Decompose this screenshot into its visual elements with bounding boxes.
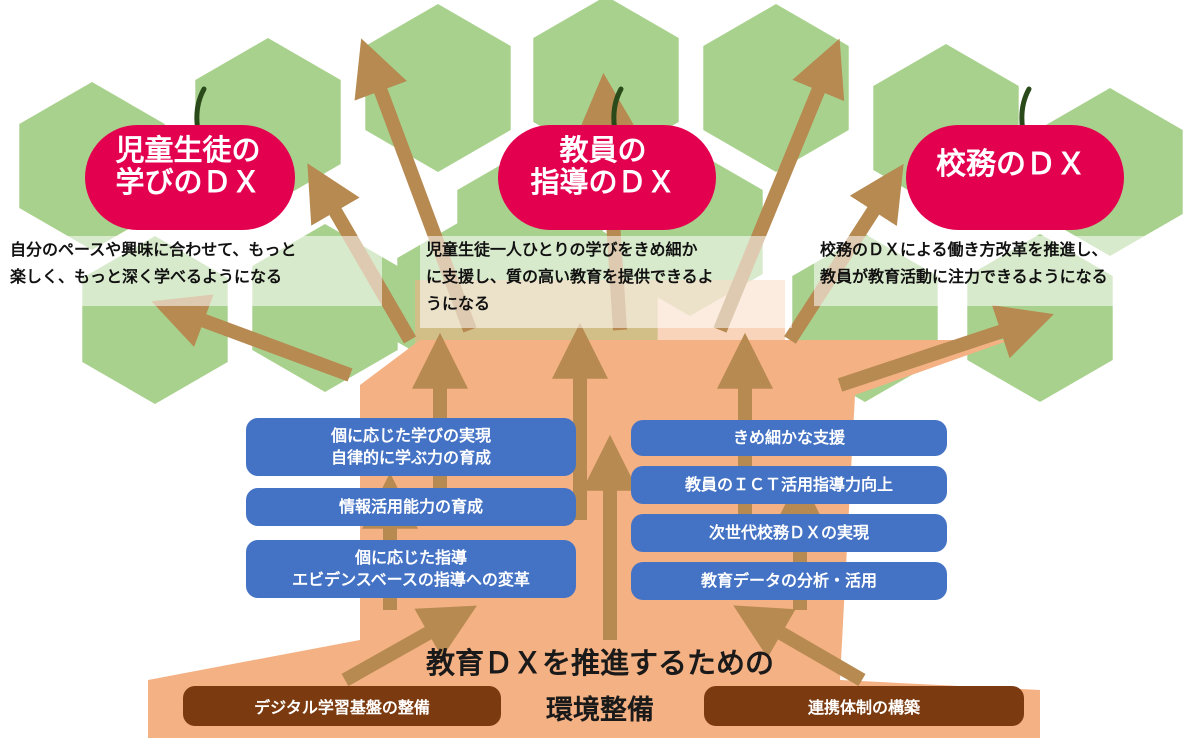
- base-cooperation-system: 連携体制の構築: [704, 686, 1024, 726]
- foundation-subtitle: 環境整備: [546, 695, 654, 726]
- apple-body: [85, 125, 295, 230]
- growth-arrow-7: [837, 305, 1054, 392]
- description-student: 自分のペースや興味に合わせて、もっと楽しく、もっと深く学べるようになる: [4, 236, 382, 306]
- apple-label-school-affairs-dx: 校務のＤＸ: [936, 147, 1086, 182]
- apple-student-learning-dx: [85, 86, 295, 230]
- item-information-literacy: 情報活用能力の育成: [246, 488, 576, 526]
- apple-body: [906, 125, 1124, 230]
- apple-label-student-learning-dx: 児童生徒の学びのＤＸ: [115, 133, 261, 200]
- description-school-affairs: 校務のＤＸによる働き方改革を推進し、教員が教育活動に注力できるようになる: [814, 236, 1198, 306]
- base-digital-learning-infrastructure: デジタル学習基盤の整備: [183, 686, 501, 726]
- growth-arrow-14: [341, 605, 477, 687]
- item-fine-support: きめ細かな支援: [631, 420, 947, 456]
- item-ict-skills: 教員のＩＣＴ活用指導力向上: [631, 466, 947, 504]
- foundation-title: 教育ＤＸを推進するための: [425, 646, 774, 680]
- description-teacher: 児童生徒一人ひとりの学びをきめ細かに支援し、質の高い教育を提供できるようになる: [420, 236, 792, 328]
- item-individual-instruction: 個に応じた指導エビデンスベースの指導への変革: [246, 540, 576, 598]
- apples: [85, 86, 1124, 230]
- apple-school-affairs-dx: [906, 86, 1124, 230]
- apple-stem: [1019, 86, 1032, 134]
- apple-teacher-instruction-dx: [498, 86, 716, 230]
- item-individual-learning: 個に応じた学びの実現自律的に学ぶ力の育成: [246, 418, 576, 476]
- item-next-gen-school-dx: 次世代校務ＤＸの実現: [631, 514, 947, 552]
- item-education-data-analysis: 教育データの分析・活用: [631, 562, 947, 600]
- growth-arrow-15: [733, 605, 866, 687]
- apple-body: [498, 125, 716, 230]
- apple-label-teacher-instruction-dx: 教員の指導のＤＸ: [530, 133, 676, 200]
- growth-arrow-1: [151, 294, 353, 382]
